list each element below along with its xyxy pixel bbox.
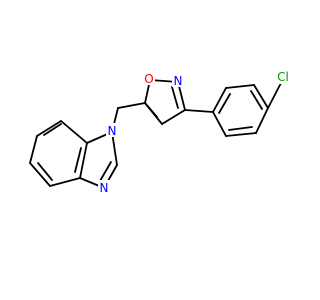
bond-c3-phenyl [184, 109, 214, 113]
benzimidazole-n3-label: N [100, 181, 109, 195]
bond-n1-c2 [111, 131, 118, 166]
bond-n-c3-double [171, 86, 179, 109]
oxygen-atom: O [143, 71, 155, 86]
structure-canvas: O N N N Cl [29, 70, 292, 195]
bond-p3-p4-inner [250, 90, 263, 110]
bond-c3a-c7a [79, 142, 88, 179]
atom-label-layer: O N N N Cl [98, 70, 292, 195]
bond-c3-c4 [161, 109, 186, 125]
bond-p2-p3 [225, 84, 255, 89]
bond-c5-c4 [29, 162, 51, 187]
bond-c7-c6 [36, 120, 62, 137]
bond-c6-c5 [29, 135, 38, 164]
bond-c4-c5-double [144, 102, 158, 118]
isoxazole-nitrogen-label: N [174, 74, 183, 88]
chlorine-label: Cl [277, 70, 289, 84]
bond-p5-p6 [225, 132, 257, 137]
benzimidazole-n1-label: N [108, 124, 117, 138]
benzimidazole-n1-atom: N [106, 123, 118, 138]
benzimidazole-n3-atom: N [98, 180, 110, 195]
bond-c4-c3a [49, 177, 81, 187]
bond-p1-p2-inner [218, 93, 231, 114]
bond-ch2-c5 [117, 102, 146, 109]
bond-c6-c6-inner [43, 123, 62, 136]
isoxazole-nitrogen-atom: N [172, 73, 185, 88]
bond-c3a-c7a-inner [74, 147, 82, 173]
bond-c-cl [267, 82, 282, 109]
bond-p5-p6-inner [228, 126, 253, 131]
bond-c7a-c7 [60, 120, 88, 144]
oxygen-label: O [144, 72, 153, 86]
bond-p6-p1 [212, 111, 227, 137]
chlorine-atom: Cl [275, 70, 292, 84]
bond-p4-p5 [255, 107, 269, 134]
bond-p1-p2 [212, 87, 227, 113]
bond-c2-n3-double [99, 161, 112, 182]
molecule-structure: O N N N Cl [29, 70, 292, 195]
bond-p3-p4 [253, 84, 269, 109]
bond-layer [29, 79, 282, 189]
bond-c5-c4-inner [37, 162, 53, 181]
